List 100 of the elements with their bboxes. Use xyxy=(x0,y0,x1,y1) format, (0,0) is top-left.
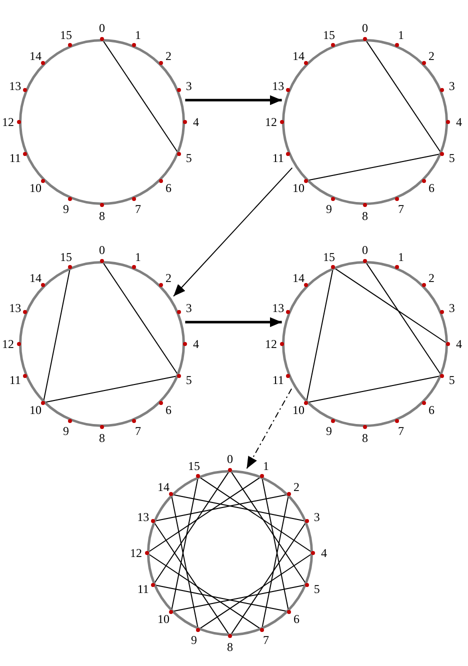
point-dot xyxy=(228,634,232,638)
point-dot xyxy=(176,310,181,314)
point-dot xyxy=(176,374,181,378)
chord-line xyxy=(44,376,178,403)
point-number: 7 xyxy=(134,202,141,215)
point-dot xyxy=(363,37,367,41)
point-number: 11 xyxy=(9,152,21,164)
point-number: 10 xyxy=(30,404,42,416)
point-dot xyxy=(286,374,290,378)
point-dot xyxy=(304,61,308,66)
point-dot xyxy=(100,203,104,207)
point-number: 0 xyxy=(99,244,105,256)
point-dot xyxy=(440,310,444,314)
point-dot xyxy=(23,374,28,378)
point-dot xyxy=(68,196,72,201)
point-number: 9 xyxy=(326,424,332,437)
chord-line xyxy=(43,268,70,402)
point-dot xyxy=(151,519,156,524)
point-dot xyxy=(17,120,21,124)
point-number: 4 xyxy=(193,116,199,128)
point-dot xyxy=(132,265,136,270)
chord-line xyxy=(366,262,442,375)
point-dot xyxy=(304,582,309,587)
point-number: 1 xyxy=(134,29,141,42)
point-dot xyxy=(440,88,444,92)
point-number: 10 xyxy=(292,182,305,194)
point-dot xyxy=(158,178,163,183)
point-dot xyxy=(394,418,399,423)
point-number: 10 xyxy=(30,182,42,194)
point-dot xyxy=(158,283,163,288)
point-number: 9 xyxy=(326,202,332,215)
point-dot xyxy=(286,152,290,156)
point-dot xyxy=(363,203,367,207)
point-dot xyxy=(440,374,444,378)
point-number: 4 xyxy=(456,116,462,128)
point-number: 13 xyxy=(9,80,22,92)
point-number: 6 xyxy=(428,182,434,194)
point-number: 3 xyxy=(186,302,192,314)
point-dot xyxy=(286,88,290,92)
point-dot xyxy=(422,61,426,66)
point-dot xyxy=(23,88,28,92)
point-number: 6 xyxy=(428,404,434,416)
point-number: 3 xyxy=(448,80,455,92)
arrow xyxy=(185,317,282,328)
point-dot xyxy=(422,400,426,405)
point-number: 10 xyxy=(158,613,170,626)
point-dot xyxy=(363,259,367,263)
point-number: 15 xyxy=(60,29,72,42)
point-dot xyxy=(228,468,232,472)
chord-line xyxy=(366,40,442,153)
point-number: 12 xyxy=(2,116,14,128)
point-number: 13 xyxy=(272,80,284,92)
point-dot xyxy=(440,152,444,156)
point-number: 13 xyxy=(9,302,22,314)
point-number: 5 xyxy=(448,152,455,164)
point-number: 10 xyxy=(292,404,305,416)
point-number: 13 xyxy=(272,302,284,314)
point-number: 14 xyxy=(292,272,305,284)
point-dot xyxy=(286,492,291,496)
chord-line xyxy=(230,522,306,635)
chord-line xyxy=(306,268,334,402)
point-dot xyxy=(169,610,174,614)
chord-line xyxy=(154,584,288,612)
point-number: 5 xyxy=(186,374,192,386)
point-dot xyxy=(158,400,163,405)
point-dot xyxy=(363,425,367,429)
point-number: 2 xyxy=(165,50,172,62)
point-number: 4 xyxy=(321,547,327,559)
point-number: 2 xyxy=(428,272,434,284)
point-dot xyxy=(280,342,284,346)
point-number: 2 xyxy=(165,272,172,284)
chord-line xyxy=(262,478,289,610)
point-dot xyxy=(145,551,149,555)
point-dot xyxy=(17,342,21,346)
point-number: 11 xyxy=(272,152,284,164)
point-dot xyxy=(311,551,315,555)
point-dot xyxy=(183,342,187,346)
chord-line xyxy=(148,554,261,630)
point-dot xyxy=(304,283,308,288)
point-number: 12 xyxy=(265,116,277,128)
point-dot xyxy=(41,178,46,183)
point-dot xyxy=(446,342,450,346)
dash-dot-arrow xyxy=(246,388,292,470)
chord-line xyxy=(171,478,198,610)
point-dot xyxy=(304,400,308,405)
point-number: 6 xyxy=(165,404,172,416)
point-dot xyxy=(422,178,426,183)
point-number: 1 xyxy=(398,251,404,264)
chord-line xyxy=(154,522,230,635)
point-dot xyxy=(394,196,399,201)
point-number: 15 xyxy=(323,251,336,264)
point-number: 1 xyxy=(134,251,141,264)
point-number: 5 xyxy=(186,152,192,164)
point-number: 8 xyxy=(227,641,233,653)
arrow xyxy=(173,167,293,297)
point-dot xyxy=(183,120,187,124)
point-dot xyxy=(132,43,136,48)
circle-ring xyxy=(19,261,185,427)
point-dot xyxy=(394,43,399,48)
point-dot xyxy=(68,418,72,423)
